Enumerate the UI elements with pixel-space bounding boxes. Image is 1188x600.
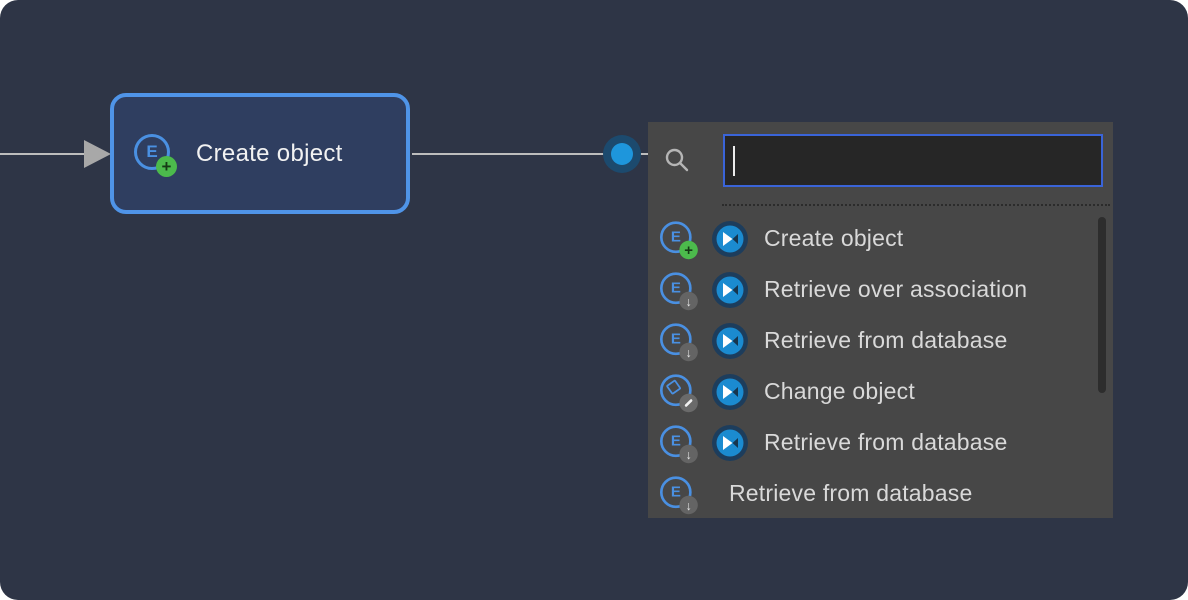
suggested-action-icon bbox=[712, 373, 748, 410]
entity-circle: E bbox=[660, 475, 692, 508]
action-item-retrieve-database[interactable]: E ↓ Retrieve from database bbox=[648, 417, 1113, 468]
entity-circle: E bbox=[134, 133, 170, 170]
suggested-action-icon bbox=[712, 424, 748, 461]
action-label: Retrieve from database bbox=[729, 480, 973, 506]
node-label: Create object bbox=[196, 139, 343, 167]
action-label: Retrieve from database bbox=[764, 429, 1008, 455]
action-list: E + Create object E ↓ Retri bbox=[648, 213, 1113, 519]
entity-circle: E bbox=[660, 322, 692, 355]
flow-arrowhead-icon bbox=[84, 140, 111, 168]
entity-circle: E bbox=[660, 271, 692, 304]
outgoing-flow-edge bbox=[412, 153, 652, 155]
entity-retrieve-icon: E ↓ bbox=[660, 424, 698, 463]
popup-separator bbox=[722, 204, 1110, 206]
action-item-change-object[interactable]: Change object bbox=[648, 366, 1113, 417]
change-object-icon bbox=[660, 373, 698, 412]
plus-badge-icon: + bbox=[679, 240, 698, 259]
entity-create-icon: E + bbox=[134, 133, 177, 177]
entity-retrieve-icon: E ↓ bbox=[660, 271, 698, 310]
action-item-create-object[interactable]: E + Create object bbox=[648, 213, 1113, 264]
entity-circle: E bbox=[660, 424, 692, 457]
action-label: Retrieve over association bbox=[764, 276, 1028, 302]
entity-retrieve-icon: E ↓ bbox=[660, 322, 698, 361]
action-label: Create object bbox=[764, 225, 904, 251]
pencil-badge-icon bbox=[679, 393, 698, 412]
search-input[interactable] bbox=[723, 134, 1103, 187]
action-label: Retrieve from database bbox=[764, 327, 1008, 353]
down-arrow-badge-icon: ↓ bbox=[679, 342, 698, 361]
entity-create-icon: E + bbox=[660, 220, 698, 259]
action-item-retrieve-association[interactable]: E ↓ Retrieve over association bbox=[648, 264, 1113, 315]
down-arrow-badge-icon: ↓ bbox=[679, 495, 698, 514]
action-item-retrieve-database[interactable]: E ↓ Retrieve from database bbox=[648, 315, 1113, 366]
entity-circle: E bbox=[660, 220, 692, 253]
text-cursor bbox=[733, 145, 735, 176]
suggested-action-icon bbox=[712, 271, 748, 308]
plus-badge-icon: + bbox=[156, 155, 177, 177]
suggested-action-icon bbox=[712, 220, 748, 257]
incoming-flow-edge bbox=[0, 153, 86, 155]
connection-endpoint-handle[interactable] bbox=[611, 143, 633, 165]
search-icon bbox=[665, 148, 689, 172]
scrollbar-thumb[interactable] bbox=[1098, 217, 1106, 393]
create-object-node[interactable]: E + Create object bbox=[110, 93, 410, 214]
down-arrow-badge-icon: ↓ bbox=[679, 444, 698, 463]
entity-retrieve-icon: E ↓ bbox=[660, 475, 698, 514]
entity-circle bbox=[660, 373, 692, 406]
connection-endpoint-halo bbox=[603, 135, 641, 173]
action-item-retrieve-database[interactable]: E ↓ Retrieve from database bbox=[648, 468, 1113, 519]
suggested-action-icon bbox=[712, 322, 748, 359]
down-arrow-badge-icon: ↓ bbox=[679, 291, 698, 310]
action-label: Change object bbox=[764, 378, 915, 404]
